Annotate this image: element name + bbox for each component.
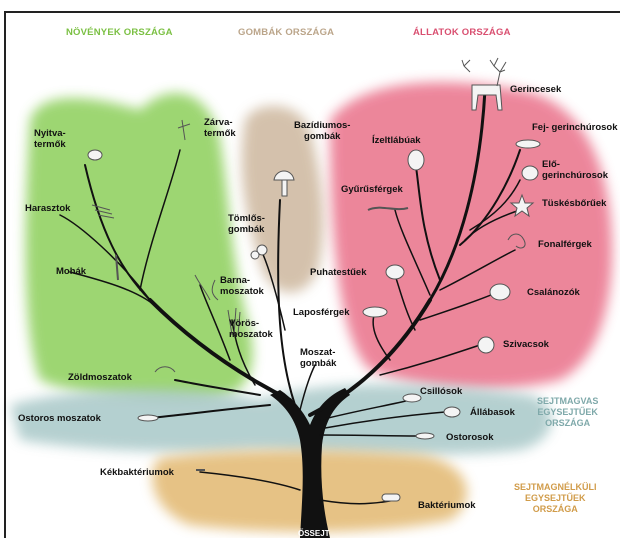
- label-mohak: Mohák: [56, 266, 86, 277]
- label-elogerinchurosok: Elő- gerinchúrosok: [542, 159, 608, 181]
- label-zoldmoszatok: Zöldmoszatok: [68, 372, 132, 383]
- sponge-icon: [478, 337, 494, 353]
- label-allabasok: Állábasok: [470, 407, 515, 418]
- kingdom-fungi-label: GOMBÁK ORSZÁGA: [238, 27, 334, 38]
- label-szivacsok: Szivacsok: [503, 339, 549, 350]
- frame-left-border: [4, 11, 6, 538]
- label-ostorosmoszatok: Ostoros moszatok: [18, 413, 101, 424]
- amoeba-icon: [444, 407, 460, 417]
- label-tomlos: Tömlős- gombák: [228, 213, 265, 235]
- label-harasztok: Harasztok: [25, 203, 70, 214]
- label-bazidiumos: Bazídiumos- gombák: [294, 120, 350, 142]
- fish-icon: [516, 140, 540, 148]
- label-barnamoszatok: Barna- moszatok: [220, 275, 264, 297]
- label-laposfergek: Laposférgek: [293, 307, 350, 318]
- kingdom-animals-label: ÁLLATOK ORSZÁGA: [413, 27, 511, 38]
- label-gyurusfergek: Gyűrűsférgek: [341, 184, 403, 195]
- label-izeltlabuak: Ízeltlábúak: [372, 135, 421, 146]
- region-eukaryotic-label: SEJTMAGVAS EGYSEJTŰEK ORSZÁGA: [537, 396, 598, 429]
- jellyfish-icon: [490, 284, 510, 300]
- bacterium-icon: [382, 494, 400, 501]
- region-prokaryotic-label: SEJTMAGNÉLKÜLI EGYSEJTŰEK ORSZÁGA: [514, 482, 597, 515]
- label-zarvatermok: Zárva- termők: [204, 117, 236, 139]
- kingdom-plants-label: NÖVÉNYEK ORSZÁGA: [66, 27, 173, 38]
- lancelet-icon: [522, 166, 538, 180]
- label-csalanozok: Csalánozók: [527, 287, 580, 298]
- label-puhatestuek: Puhatestűek: [310, 267, 367, 278]
- beetle-icon: [408, 150, 424, 170]
- flagellate-icon: [416, 433, 434, 439]
- label-root: ŐSSEJT: [298, 528, 330, 539]
- label-csillosok: Csillósok: [420, 386, 462, 397]
- frame-top-border: [4, 11, 620, 13]
- label-fonalfergek: Fonalférgek: [538, 239, 592, 250]
- label-nyitvatermok: Nyitva- termők: [34, 128, 66, 150]
- label-kekbakteriumok: Kékbaktériumok: [100, 467, 174, 478]
- label-ostorosok: Ostorosok: [446, 432, 494, 443]
- label-vorosmoszatok: Vörös- moszatok: [229, 318, 273, 340]
- label-gerincesek: Gerincesek: [510, 84, 561, 95]
- pinecone-icon: [88, 150, 102, 160]
- snail-icon: [386, 265, 404, 279]
- label-bakteriumok: Baktériumok: [418, 500, 476, 511]
- flatworm-icon: [363, 307, 387, 317]
- label-moszatgombak: Moszat- gombák: [300, 347, 336, 369]
- ciliate-icon: [403, 394, 421, 402]
- label-tuskesborouk: Tüskésbőrűek: [542, 198, 606, 209]
- flagellate-algae-icon: [138, 415, 158, 421]
- label-fejgerinchurosok: Fej- gerinchúrosok: [532, 122, 618, 133]
